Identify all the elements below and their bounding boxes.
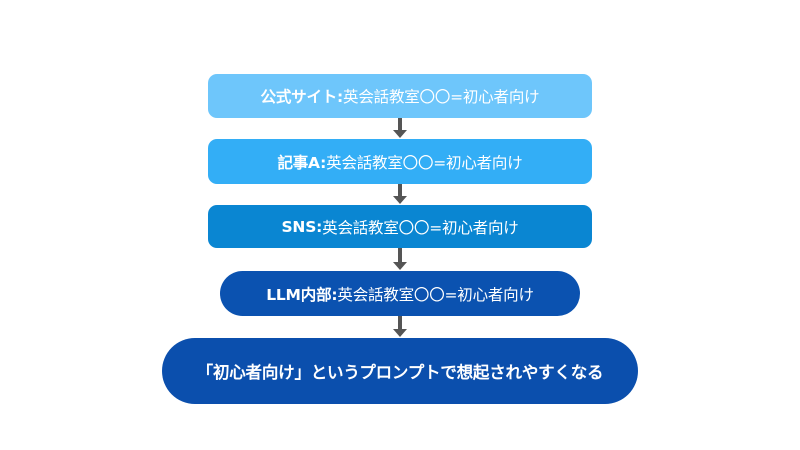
node-result: 「初心者向け」というプロンプトで想起されやすくなる	[162, 338, 638, 404]
node-label-lead: LLM内部:	[266, 285, 338, 304]
node-label-lead: 記事A:	[277, 153, 327, 172]
arrow-down-icon	[393, 118, 407, 139]
arrow-shaft	[398, 316, 402, 330]
arrow-head	[393, 262, 407, 270]
arrow-down-icon	[393, 316, 407, 338]
node-label-text: 英会話教室〇〇=初心者向け	[343, 88, 540, 106]
arrow-head	[393, 196, 407, 204]
node-label-text: 「初心者向け」というプロンプトで想起されやすくなる	[196, 363, 604, 382]
arrow-head	[393, 329, 407, 337]
node-article-a: 記事A:英会話教室〇〇=初心者向け	[208, 139, 592, 184]
arrow-down-icon	[393, 248, 407, 271]
node-sns: SNS:英会話教室〇〇=初心者向け	[208, 205, 592, 248]
arrow-shaft	[398, 118, 402, 131]
node-label-text: 英会話教室〇〇=初心者向け	[322, 218, 519, 237]
node-official-site: 公式サイト:英会話教室〇〇=初心者向け	[208, 74, 592, 118]
node-label-text: 英会話教室〇〇=初心者向け	[326, 153, 523, 172]
node-label-text: 英会話教室〇〇=初心者向け	[337, 285, 534, 304]
node-label-lead: 公式サイト:	[260, 88, 344, 106]
arrow-shaft	[398, 248, 402, 263]
arrow-down-icon	[393, 184, 407, 205]
arrow-head	[393, 130, 407, 138]
arrow-shaft	[398, 184, 402, 197]
node-llm-internal: LLM内部:英会話教室〇〇=初心者向け	[220, 271, 580, 316]
node-label-lead: SNS:	[281, 217, 323, 236]
